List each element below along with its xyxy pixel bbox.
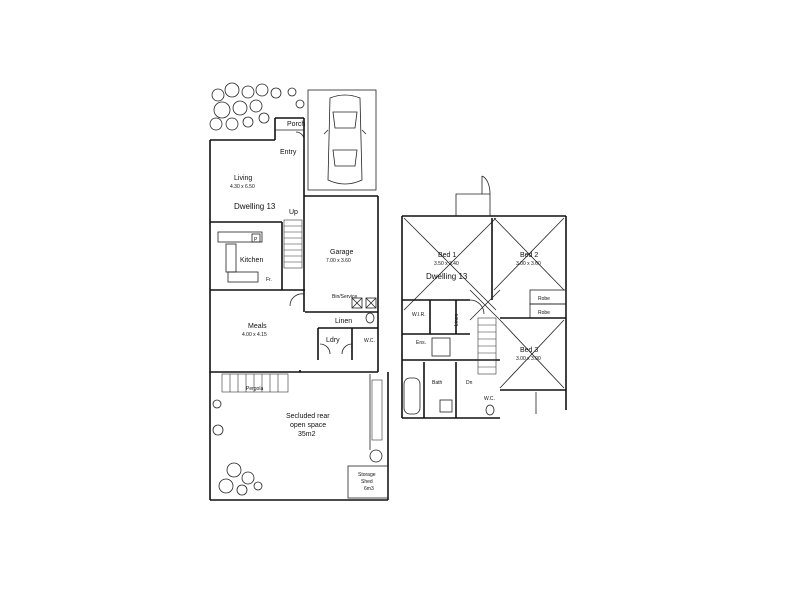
meals-dimensions: 4.00 x 4.15: [242, 332, 267, 338]
upper-floor-plan: Bed 1 3.50 x 3.40 Dwelling 13 Bed 2 3.00…: [401, 175, 567, 419]
pergola-icon: [221, 373, 289, 393]
linen-label: Linen: [335, 318, 352, 325]
bed2-dimensions: 3.00 x 3.60: [516, 261, 541, 267]
car-icon: [323, 94, 367, 185]
toilet-icon: [485, 404, 495, 416]
ground-wc-label: W.C.: [364, 338, 375, 344]
garage-label: Garage: [330, 249, 353, 256]
pergola-label: Pergola: [246, 386, 263, 392]
bath-label: Bath: [432, 380, 443, 386]
garage-note: Bin/Service: [332, 294, 358, 300]
living-dimensions: 4.30 x 6.50: [230, 184, 255, 190]
living-label: Living: [234, 175, 252, 182]
entry-label: Entry: [280, 149, 297, 156]
stair-icon: [283, 219, 303, 269]
secluded-label-line1: Secluded rear: [286, 413, 330, 420]
storage-label-line1: Storage: [358, 472, 376, 478]
toilet-icon: [365, 312, 375, 324]
secluded-label-line2: open space: [290, 422, 326, 429]
wir-label: W.I.R.: [412, 312, 426, 318]
meals-label: Meals: [248, 323, 267, 330]
up-label: Up: [289, 209, 298, 216]
garage-dimensions: 7.00 x 3.60: [326, 258, 351, 264]
bath-icon: [403, 377, 421, 415]
fridge-label: Fr.: [266, 277, 272, 283]
laundry-label: Ldry: [326, 337, 340, 344]
tree-icon: [212, 399, 383, 496]
robe2-label: Robe: [538, 310, 550, 316]
ground-floor-plan: Porch Entry Living 4.30 x 6.50 Dwelling …: [209, 82, 389, 501]
storage-label-line3: 6m3: [364, 486, 374, 492]
pantry-label: P: [254, 237, 258, 243]
bed3-label: Bed 3: [520, 347, 538, 354]
kitchen-label: Kitchen: [240, 257, 263, 264]
bed1-dimensions: 3.50 x 3.40: [434, 261, 459, 267]
dwelling-title-upper: Dwelling 13: [426, 272, 468, 281]
secluded-label-line3: 35m2: [298, 431, 316, 438]
tree-icon: [209, 82, 282, 131]
porch-label: Porch: [287, 121, 305, 128]
bed3-dimensions: 3.00 x 3.00: [516, 356, 541, 362]
stair-icon: [477, 317, 497, 375]
bed1-label: Bed 1: [438, 252, 456, 259]
bed2-label: Bed 2: [520, 252, 538, 259]
upper-wc-label: W.C.: [484, 396, 495, 402]
down-label: Dn: [466, 380, 473, 386]
tree-icon: [287, 87, 305, 109]
storage-label-line2: Shed: [361, 479, 373, 485]
dwelling-title-ground: Dwelling 13: [234, 202, 276, 211]
linen-label-upper: Linen: [454, 314, 460, 326]
ensuite-label: Ens.: [416, 340, 426, 346]
robe1-label: Robe: [538, 296, 550, 302]
